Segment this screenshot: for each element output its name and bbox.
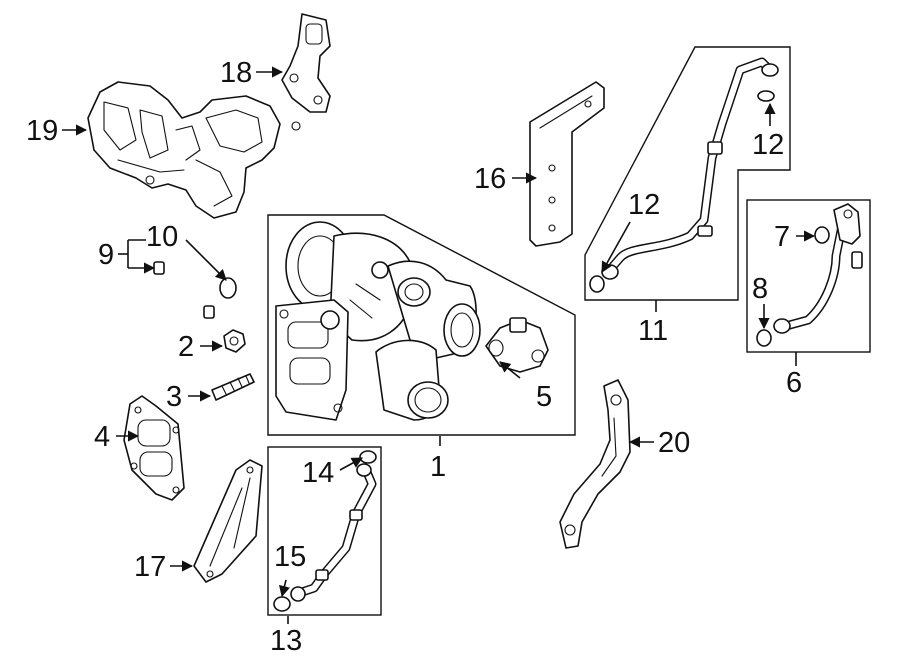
callout-11: 11	[638, 315, 668, 347]
group-box-oil-line-13	[267, 446, 382, 616]
callout-17: 17	[134, 551, 166, 583]
leader-lines	[62, 66, 816, 624]
callout-6: 6	[786, 367, 802, 399]
callout-3: 3	[166, 381, 182, 413]
o-ring-part-8	[756, 329, 772, 347]
shield-panel-part-16	[529, 81, 605, 247]
callout-14: 14	[302, 457, 334, 489]
callout-10: 10	[146, 221, 178, 253]
callout-4: 4	[94, 421, 110, 453]
heat-shield-part-19	[87, 81, 301, 219]
o-ring-part-12-bottom	[589, 275, 605, 293]
group-box-oil-line-6	[746, 199, 871, 353]
callout-labels: 18 19 16 12 12 11 7 8 6 9 10 2 3 4 5 1 1…	[26, 57, 802, 657]
callout-2: 2	[178, 331, 194, 363]
callout-9: 9	[98, 239, 114, 271]
o-ring-part-12-top	[757, 90, 775, 102]
actuator-part-5	[485, 317, 549, 373]
oil-line-part-13	[290, 463, 377, 602]
nut-part-2	[223, 329, 246, 353]
oil-line-part-6	[773, 203, 863, 334]
lower-shield-part-17	[193, 459, 263, 583]
bracket-part-20	[559, 379, 631, 549]
turbocharger-part-1	[275, 221, 481, 421]
stud-part-3	[211, 373, 255, 401]
callout-18: 18	[220, 57, 252, 89]
callout-1: 1	[430, 451, 446, 483]
callout-20: 20	[658, 427, 690, 459]
gasket-part-4	[123, 395, 185, 501]
callout-13: 13	[270, 625, 302, 657]
o-ring-part-15	[273, 596, 291, 612]
coolant-hose-part-9	[153, 258, 215, 319]
callout-15: 15	[274, 541, 306, 573]
oil-line-part-11	[601, 57, 779, 280]
callout-8: 8	[752, 273, 768, 305]
o-ring-part-7	[814, 226, 830, 244]
callout-19: 19	[26, 115, 58, 147]
bracket-part-18	[281, 13, 331, 113]
callout-7: 7	[774, 221, 790, 253]
group-box-turbocharger	[267, 214, 576, 436]
o-ring-part-10	[219, 277, 237, 299]
callout-12-bottom: 12	[628, 189, 660, 221]
callout-5: 5	[536, 381, 552, 413]
callout-16: 16	[474, 163, 506, 195]
group-box-oil-line-11	[584, 46, 791, 301]
o-ring-part-14	[359, 450, 377, 464]
callout-12-top: 12	[752, 129, 784, 161]
